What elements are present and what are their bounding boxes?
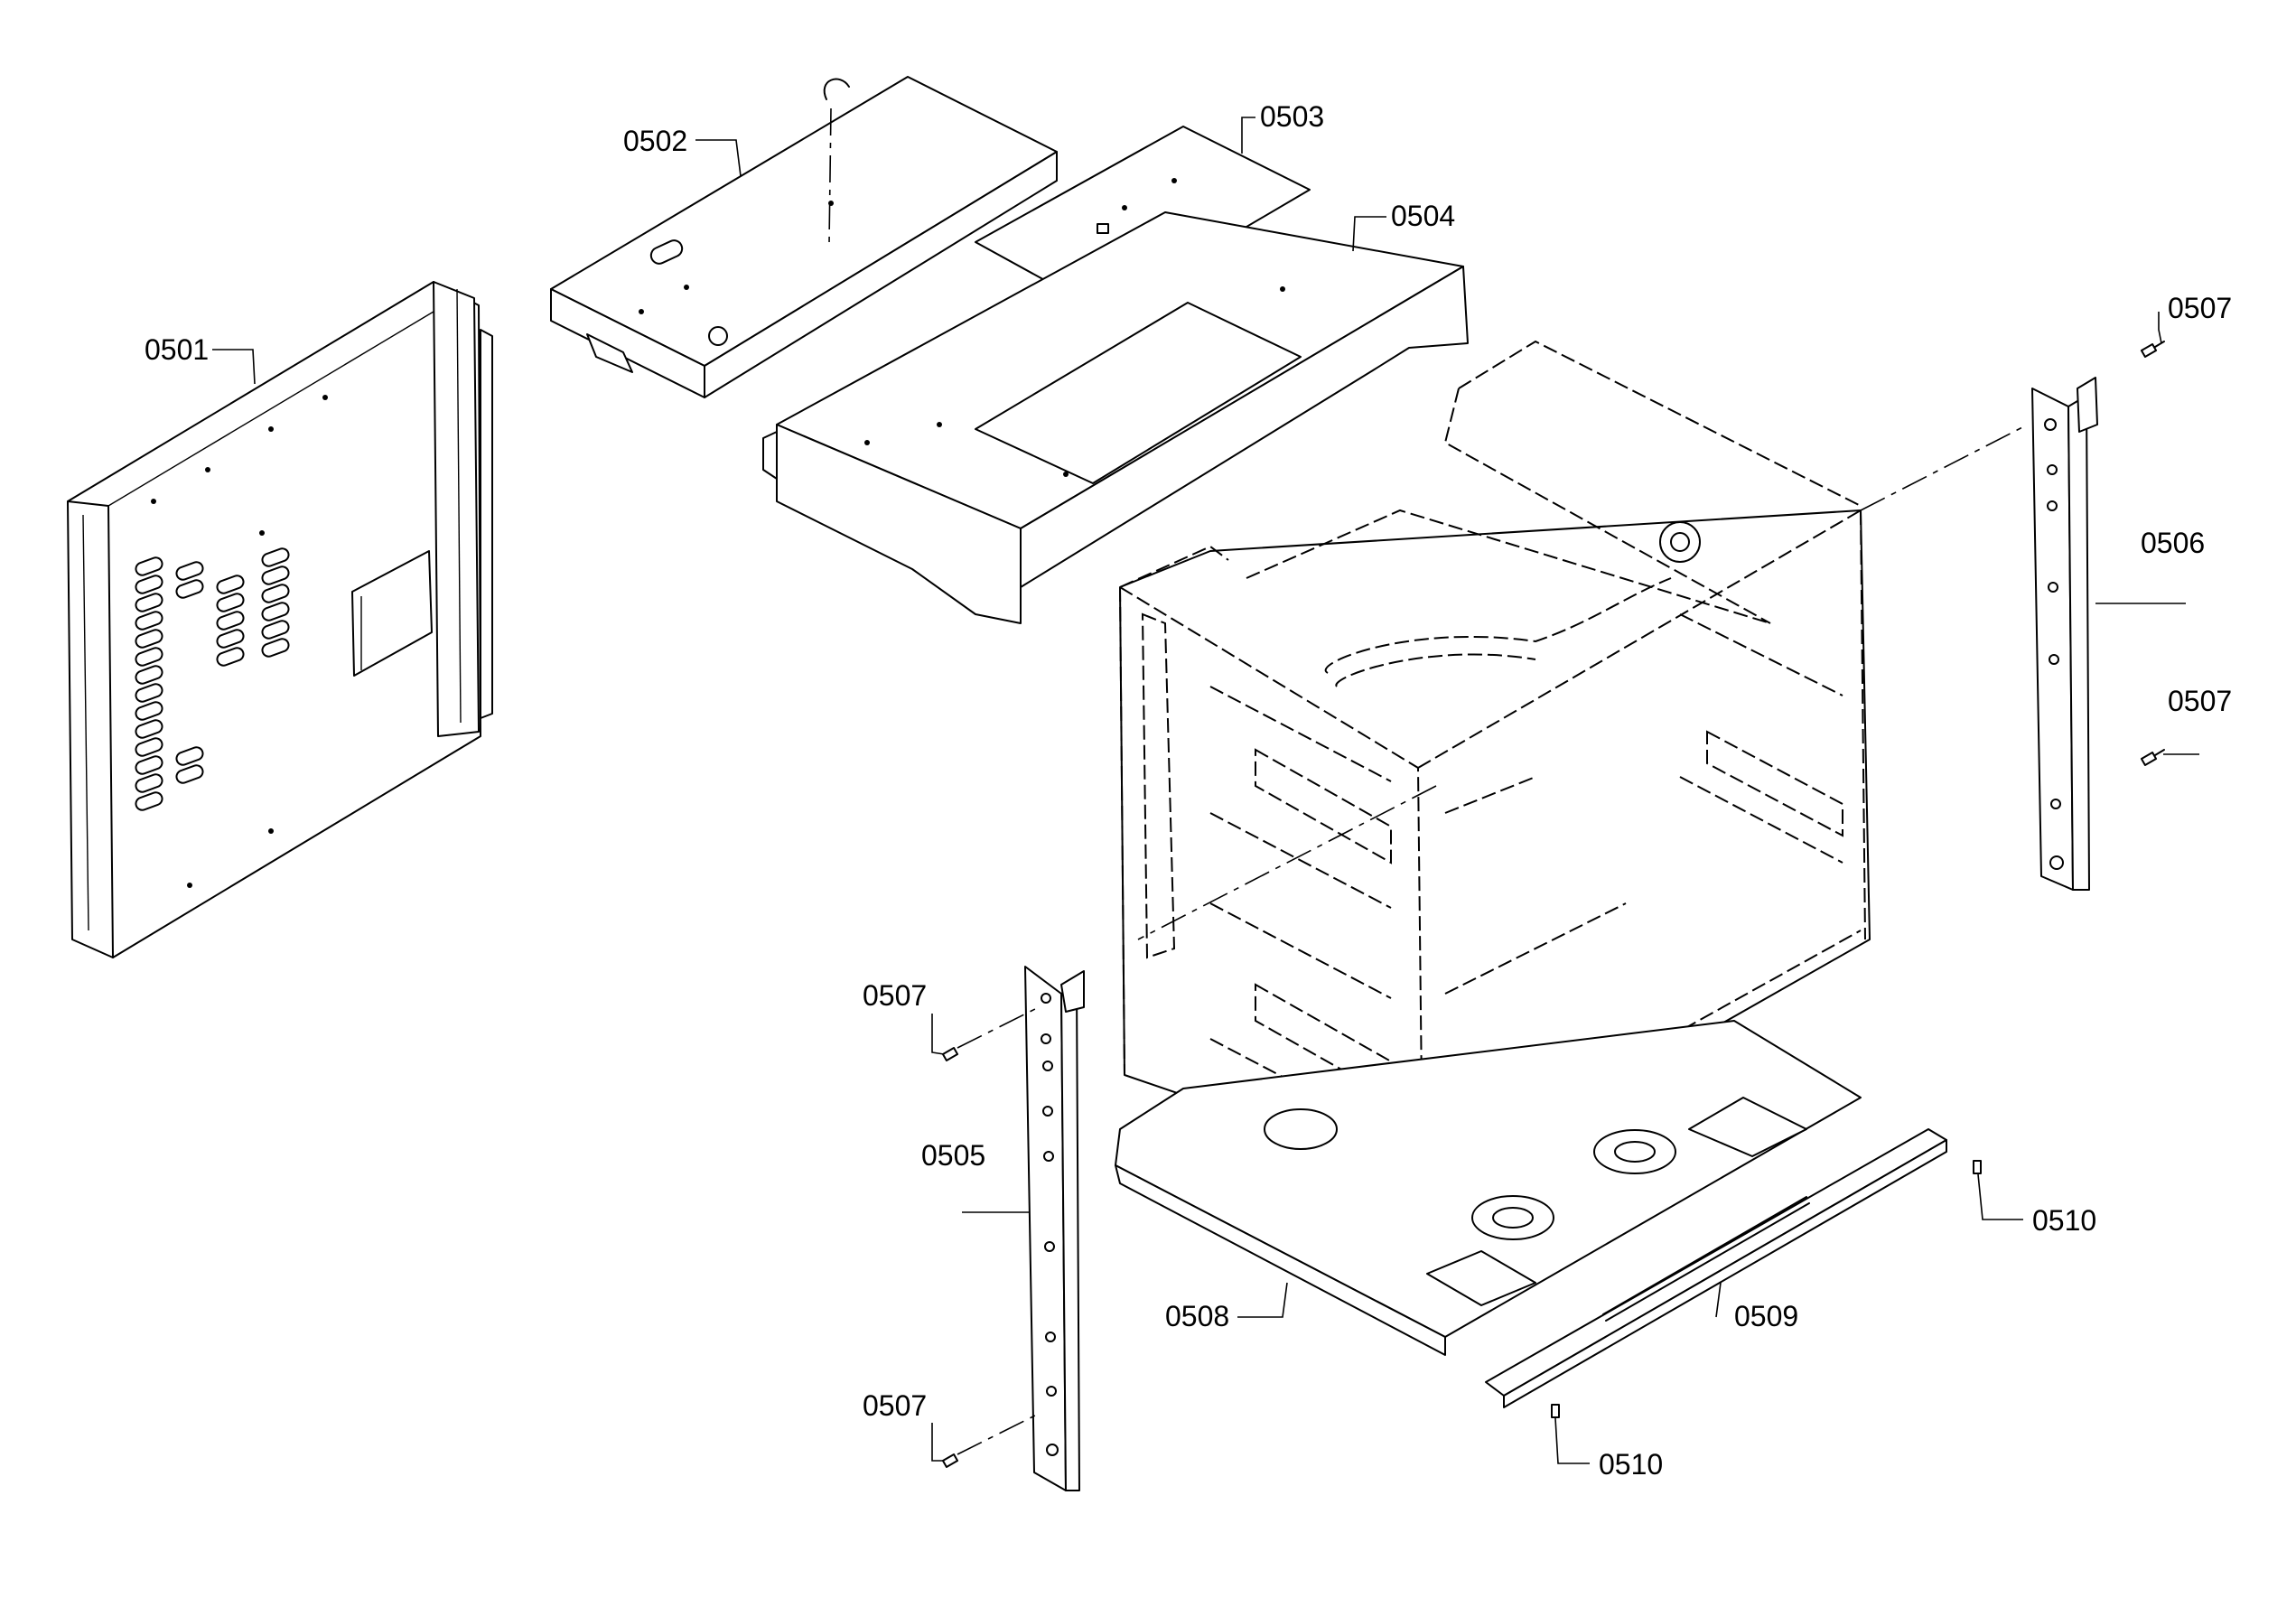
callout-0510-right: 0510: [2032, 1204, 2096, 1237]
callout-0502: 0502: [623, 125, 687, 157]
screw-0510-bottom: [1551, 1404, 1560, 1418]
vent-slots-column-2: [175, 547, 290, 784]
screw-0507-mid-right: [2140, 749, 2165, 766]
callout-0509: 0509: [1734, 1300, 1798, 1332]
part-0508-bottom-pan: [1115, 1020, 1862, 1356]
callout-0507-mid-right: 0507: [2168, 685, 2232, 717]
callout-0507-top-right: 0507: [2168, 292, 2232, 324]
screw-0507-left-lower: [941, 1453, 959, 1468]
callout-0506: 0506: [2141, 527, 2205, 559]
callout-0510-bottom: 0510: [1599, 1448, 1663, 1481]
callout-0504: 0504: [1391, 200, 1455, 232]
screw-0510-right: [1973, 1160, 1982, 1174]
callout-0503: 0503: [1260, 100, 1324, 133]
callout-labels: 0501 0502 0503 0504 0507 0506 0507 0507 …: [145, 100, 2232, 1481]
screws: [941, 341, 2165, 1468]
part-0506-right-rail: [2031, 377, 2098, 891]
screw-0507-left-upper: [941, 1047, 959, 1061]
callout-0507-left-lower: 0507: [863, 1389, 927, 1422]
part-0501-side-panel: [67, 281, 493, 958]
leader-lines: [212, 117, 2199, 1464]
part-0504-top-housing: [762, 211, 1469, 624]
vent-slots-column-1: [135, 556, 163, 811]
callout-0508: 0508: [1165, 1300, 1229, 1332]
part-0502-top-bracket: [550, 76, 1058, 398]
part-0509-trim-strip: [1485, 1128, 1947, 1408]
callout-0507-left-upper: 0507: [863, 979, 927, 1012]
part-0505-left-rail: [957, 966, 1085, 1491]
screw-0507-top-right: [2140, 341, 2165, 358]
callout-0505: 0505: [921, 1139, 985, 1172]
callout-0501: 0501: [145, 333, 209, 366]
